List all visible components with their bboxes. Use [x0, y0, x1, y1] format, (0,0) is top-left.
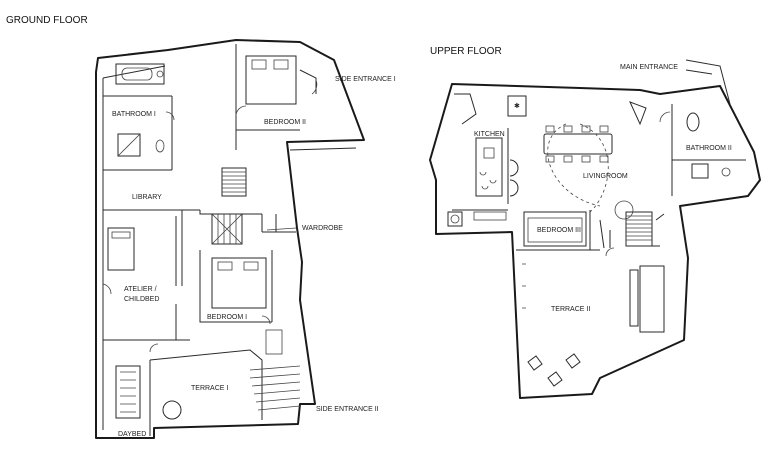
- side-entrance-2-label: SIDE ENTRANCE II: [316, 406, 379, 413]
- atelier-label-line1: ATELIER /: [124, 286, 157, 293]
- main-entrance-label: MAIN ENTRANCE: [620, 64, 678, 71]
- bedroom-3: [516, 210, 615, 257]
- svg-text:✱: ✱: [514, 102, 520, 110]
- side-entrance-1-label: SIDE ENTRANCE I: [335, 76, 396, 83]
- upper-floor-plan: UPPER FLOOR MAIN ENTRANCE ✱ KITCHEN: [429, 46, 761, 399]
- bathroom-2-label: BATHROOM II: [686, 145, 732, 152]
- atelier-label-line2: CHILDBED: [124, 296, 159, 303]
- bathroom-1-label: BATHROOM I: [112, 111, 156, 118]
- daybed-label: DAYBED: [118, 431, 146, 438]
- stairs-ground: [211, 167, 247, 245]
- terrace-2: [522, 263, 665, 387]
- upper-floor-title: UPPER FLOOR: [430, 46, 502, 57]
- stairs-upper: [625, 211, 665, 247]
- terrace-1: [115, 343, 301, 436]
- library-label: LIBRARY: [132, 194, 162, 201]
- livingroom: [509, 101, 647, 220]
- livingroom-label: LIVINGROOM: [583, 173, 628, 180]
- bedroom-3-label: BEDROOM III: [537, 227, 581, 234]
- bedroom-1: [199, 250, 283, 355]
- bedroom-1-label: BEDROOM I: [207, 314, 247, 321]
- atelier-childbed: [102, 227, 190, 341]
- kitchen-label: KITCHEN: [474, 131, 505, 138]
- bathroom-2: [659, 104, 746, 196]
- kitchen: ✱: [447, 93, 527, 227]
- bedroom-2: [235, 44, 318, 150]
- ground-floor-title: GROUND FLOOR: [6, 15, 88, 26]
- terrace-2-label: TERRACE II: [551, 306, 590, 313]
- bathroom-1: [103, 63, 175, 171]
- terrace-1-label: TERRACE I: [191, 385, 228, 392]
- bedroom-2-label: BEDROOM II: [264, 119, 306, 126]
- ground-floor-plan: GROUND FLOOR BATHROOM I BEDROOM II: [6, 15, 396, 439]
- ground-floor-outer-wall: [95, 39, 365, 439]
- wardrobe-label: WARDROBE: [302, 225, 343, 232]
- upper-floor-outer-wall: [429, 83, 761, 399]
